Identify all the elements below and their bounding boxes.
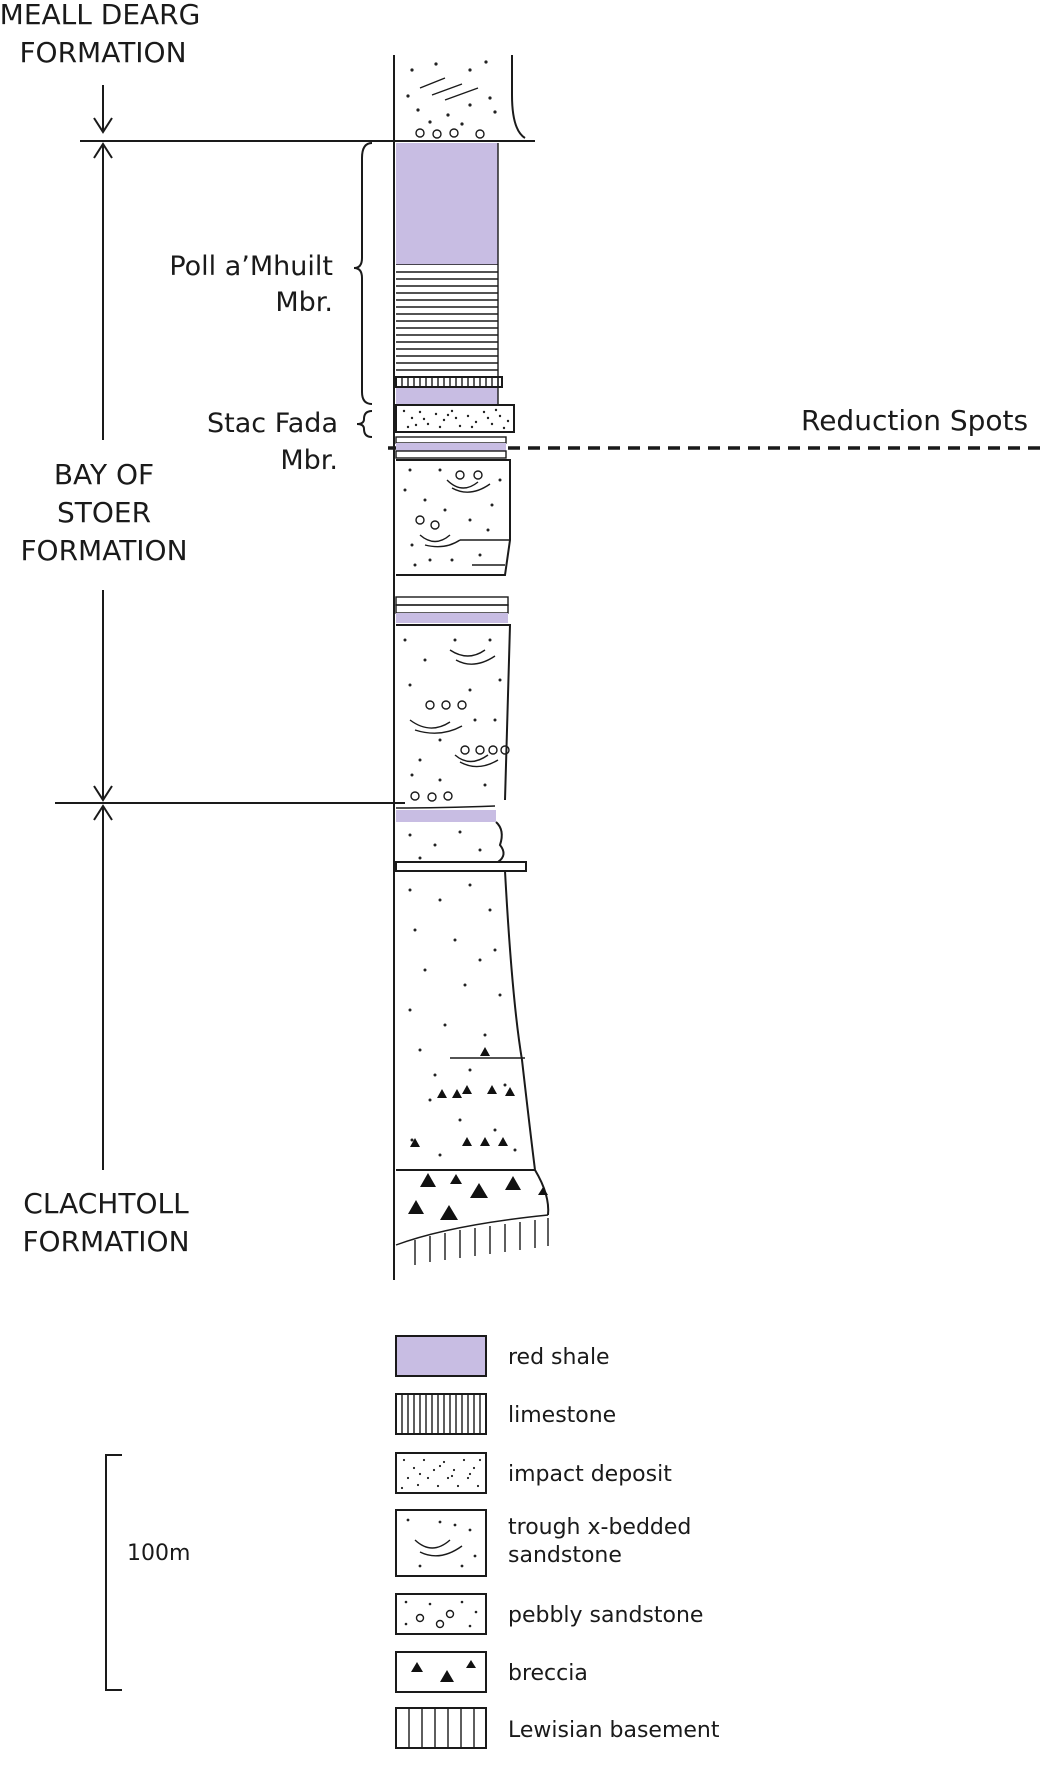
scale-bar-bracket <box>105 1454 122 1691</box>
bay-of-stoer-lower-arrow-head <box>93 785 113 802</box>
legend-label-breccia: breccia <box>508 1661 588 1686</box>
legend-item-impact-deposit: impact deposit <box>395 1452 672 1494</box>
legend-swatch-impact-deposit <box>395 1452 487 1494</box>
formation-labels: MEALL DEARG FORMATION BAY OF STOER FORMA… <box>0 0 200 1258</box>
legend-label-pebbly-sandstone: pebbly sandstone <box>508 1603 703 1628</box>
bay-of-stoer-upper-arrow-head <box>93 142 113 159</box>
clachtoll-arrow-head <box>93 804 113 821</box>
legend-label-impact-deposit: impact deposit <box>508 1462 672 1487</box>
meall-dearg-label-line1: MEALL DEARG <box>0 0 200 31</box>
clachtoll-main-sandstone-layer <box>408 870 536 1171</box>
formation-arrows <box>55 85 535 1170</box>
lower-trough-pebbly-sandstone-layer <box>396 624 512 802</box>
breccia-layer <box>395 1169 550 1246</box>
legend-item-limestone: limestone <box>395 1393 616 1435</box>
legend: red shale limestone impact deposit troug… <box>395 1335 720 1749</box>
legend-label-lewisian-basement: Lewisian basement <box>508 1718 720 1743</box>
upper-trough-sandstone-layer <box>396 459 511 576</box>
scale-bar-label: 100m <box>127 1541 190 1566</box>
poll-a-mhuilt-label-line2: Mbr. <box>275 287 333 318</box>
legend-swatch-red-shale <box>395 1335 487 1377</box>
bay-of-stoer-label-line2: STOER <box>57 496 151 529</box>
meall-dearg-arrow-head <box>93 117 113 134</box>
legend-label-trough-sandstone-line1: trough x-bedded <box>508 1515 691 1540</box>
legend-item-breccia: breccia <box>395 1651 588 1693</box>
reduction-spots-annotation: Reduction Spots <box>388 404 1047 450</box>
bay-of-stoer-label-line3: FORMATION <box>20 534 187 567</box>
legend-item-pebbly-sandstone: pebbly sandstone <box>395 1593 703 1635</box>
member-labels: Poll a’Mhuilt Mbr. Stac Fada Mbr. <box>169 142 373 476</box>
legend-label-trough-sandstone-line2: sandstone <box>508 1543 622 1568</box>
clachtoll-label-line2: FORMATION <box>22 1225 189 1258</box>
legend-label-red-shale: red shale <box>508 1345 610 1370</box>
legend-item-trough-sandstone: trough x-bedded sandstone <box>395 1509 691 1577</box>
stratigraphic-column <box>393 55 550 1280</box>
legend-swatch-limestone <box>395 1393 487 1435</box>
red-shale-layer <box>396 143 498 265</box>
legend-item-lewisian-basement: Lewisian basement <box>395 1707 720 1749</box>
lewisian-basement-layer <box>414 1218 549 1265</box>
limestone-band <box>395 376 503 388</box>
poll-a-mhuilt-label-line1: Poll a’Mhuilt <box>169 251 333 282</box>
clachtoll-thin-band <box>395 861 527 872</box>
red-shale-thin-layer <box>396 388 498 404</box>
reduction-spots-label: Reduction Spots <box>801 404 1028 437</box>
legend-swatch-breccia <box>395 1651 487 1693</box>
poll-a-mhuilt-brace <box>353 142 373 405</box>
legend-swatch-trough-sandstone <box>395 1509 487 1577</box>
stac-fada-impact-deposit <box>395 404 515 433</box>
scale-bar: 100m <box>105 1454 190 1691</box>
legend-swatch-lewisian-basement <box>395 1707 487 1749</box>
bay-of-stoer-label-line1: BAY OF <box>54 458 154 491</box>
legend-swatch-pebbly-sandstone <box>395 1593 487 1635</box>
legend-item-red-shale: red shale <box>395 1335 610 1377</box>
meall-dearg-sandstone-layer <box>393 55 526 141</box>
stac-fada-label-line2: Mbr. <box>280 445 338 476</box>
legend-label-limestone: limestone <box>508 1403 616 1428</box>
laminated-shale-layer <box>396 265 498 375</box>
clachtoll-label-line1: CLACHTOLL <box>23 1187 189 1220</box>
stac-fada-brace <box>356 410 373 438</box>
clachtoll-upper-sandstone <box>408 821 505 863</box>
stac-fada-label-line1: Stac Fada <box>207 408 338 439</box>
meall-dearg-label-line2: FORMATION <box>19 36 186 69</box>
